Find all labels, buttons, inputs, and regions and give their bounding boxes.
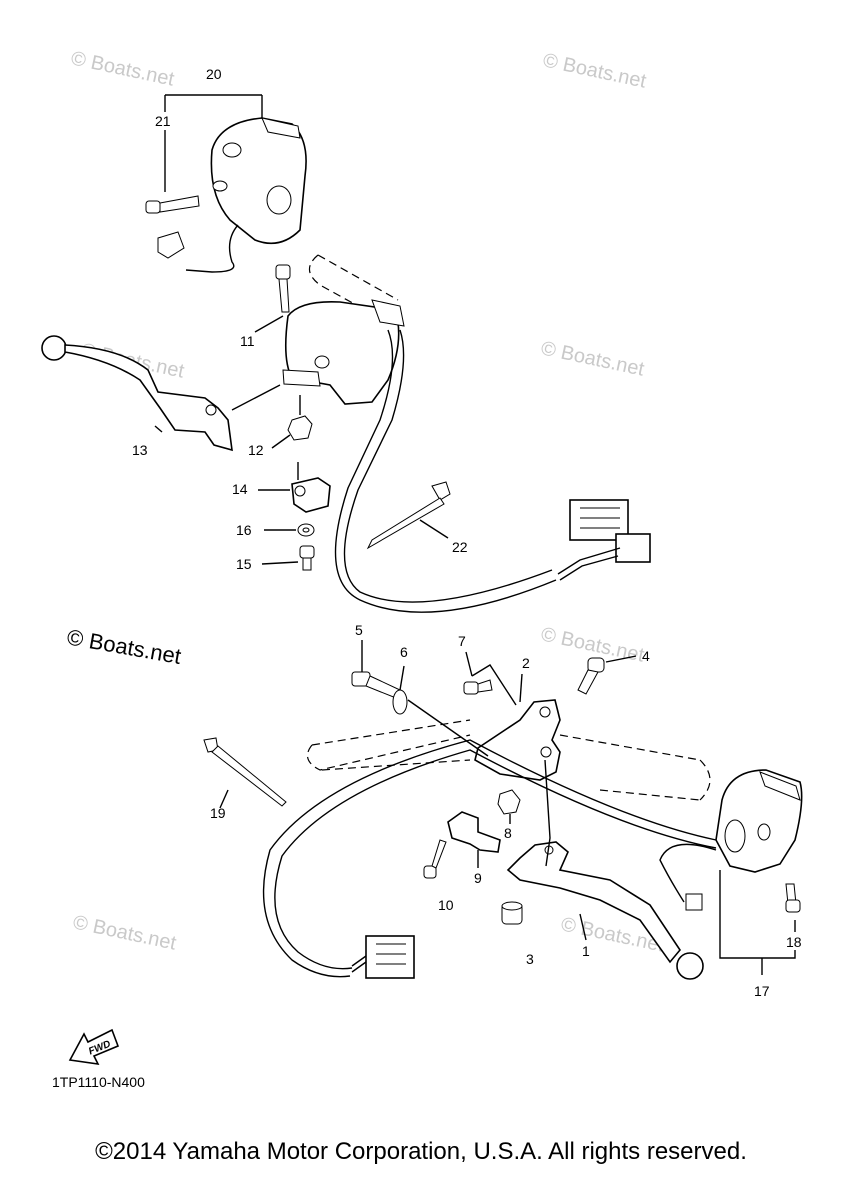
part-label-15: 15 bbox=[236, 556, 252, 572]
fwd-arrow-icon: FWD bbox=[68, 1028, 120, 1066]
part-label-21: 21 bbox=[155, 113, 171, 129]
part-label-1: 1 bbox=[582, 943, 590, 959]
brake-lever-13 bbox=[41, 335, 233, 452]
part-label-12: 12 bbox=[248, 442, 264, 458]
part-label-17: 17 bbox=[754, 983, 770, 999]
clutch-holder-2 bbox=[474, 673, 561, 781]
clutch-lever-1 bbox=[506, 841, 704, 980]
screw-18 bbox=[785, 883, 801, 913]
brake-switch-14 bbox=[291, 462, 331, 513]
watermark: © Boats.net bbox=[69, 47, 177, 90]
lever-holder-body bbox=[282, 299, 405, 405]
collar-3 bbox=[501, 901, 523, 925]
part-label-20: 20 bbox=[206, 66, 222, 82]
switch-housing-17 bbox=[715, 769, 803, 873]
copyright-notice: ©2014 Yamaha Motor Corporation, U.S.A. A… bbox=[95, 1138, 747, 1165]
bolt-7 bbox=[463, 679, 493, 695]
part-label-13: 13 bbox=[132, 442, 148, 458]
part-label-8: 8 bbox=[504, 825, 512, 841]
part-label-9: 9 bbox=[474, 870, 482, 886]
diagram-code: 1TP1110-N400 bbox=[52, 1074, 145, 1090]
watermark: © Boats.net bbox=[71, 911, 179, 954]
part-label-22: 22 bbox=[452, 539, 468, 555]
bolt-4 bbox=[577, 657, 605, 695]
bolt-5 bbox=[351, 671, 401, 699]
switch-housing-20 bbox=[210, 117, 307, 245]
part-label-3: 3 bbox=[526, 951, 534, 967]
part-label-4: 4 bbox=[642, 648, 650, 664]
part-label-7: 7 bbox=[458, 633, 466, 649]
part-label-6: 6 bbox=[400, 644, 408, 660]
part-label-5: 5 bbox=[355, 622, 363, 638]
part-label-11: 11 bbox=[240, 333, 255, 349]
part-label-2: 2 bbox=[522, 655, 530, 671]
part-label-19: 19 bbox=[210, 805, 226, 821]
connector-top bbox=[557, 499, 651, 581]
part-label-10: 10 bbox=[438, 897, 454, 913]
watermark: © Boats.net bbox=[539, 337, 647, 380]
part-label-14: 14 bbox=[232, 481, 248, 497]
bolt-11 bbox=[275, 264, 291, 313]
cable-tie-22 bbox=[366, 481, 451, 550]
screw-10 bbox=[423, 839, 447, 879]
cable-tie-19 bbox=[203, 737, 287, 807]
connector-bottom bbox=[351, 935, 415, 979]
screw-15 bbox=[299, 545, 315, 571]
watermark: © Boats.net bbox=[541, 49, 649, 92]
clutch-switch-9 bbox=[447, 811, 501, 868]
part-label-16: 16 bbox=[236, 522, 252, 538]
screw-21 bbox=[145, 195, 200, 214]
main-watermark: © Boats.net bbox=[65, 624, 183, 669]
part-label-18: 18 bbox=[786, 934, 802, 950]
